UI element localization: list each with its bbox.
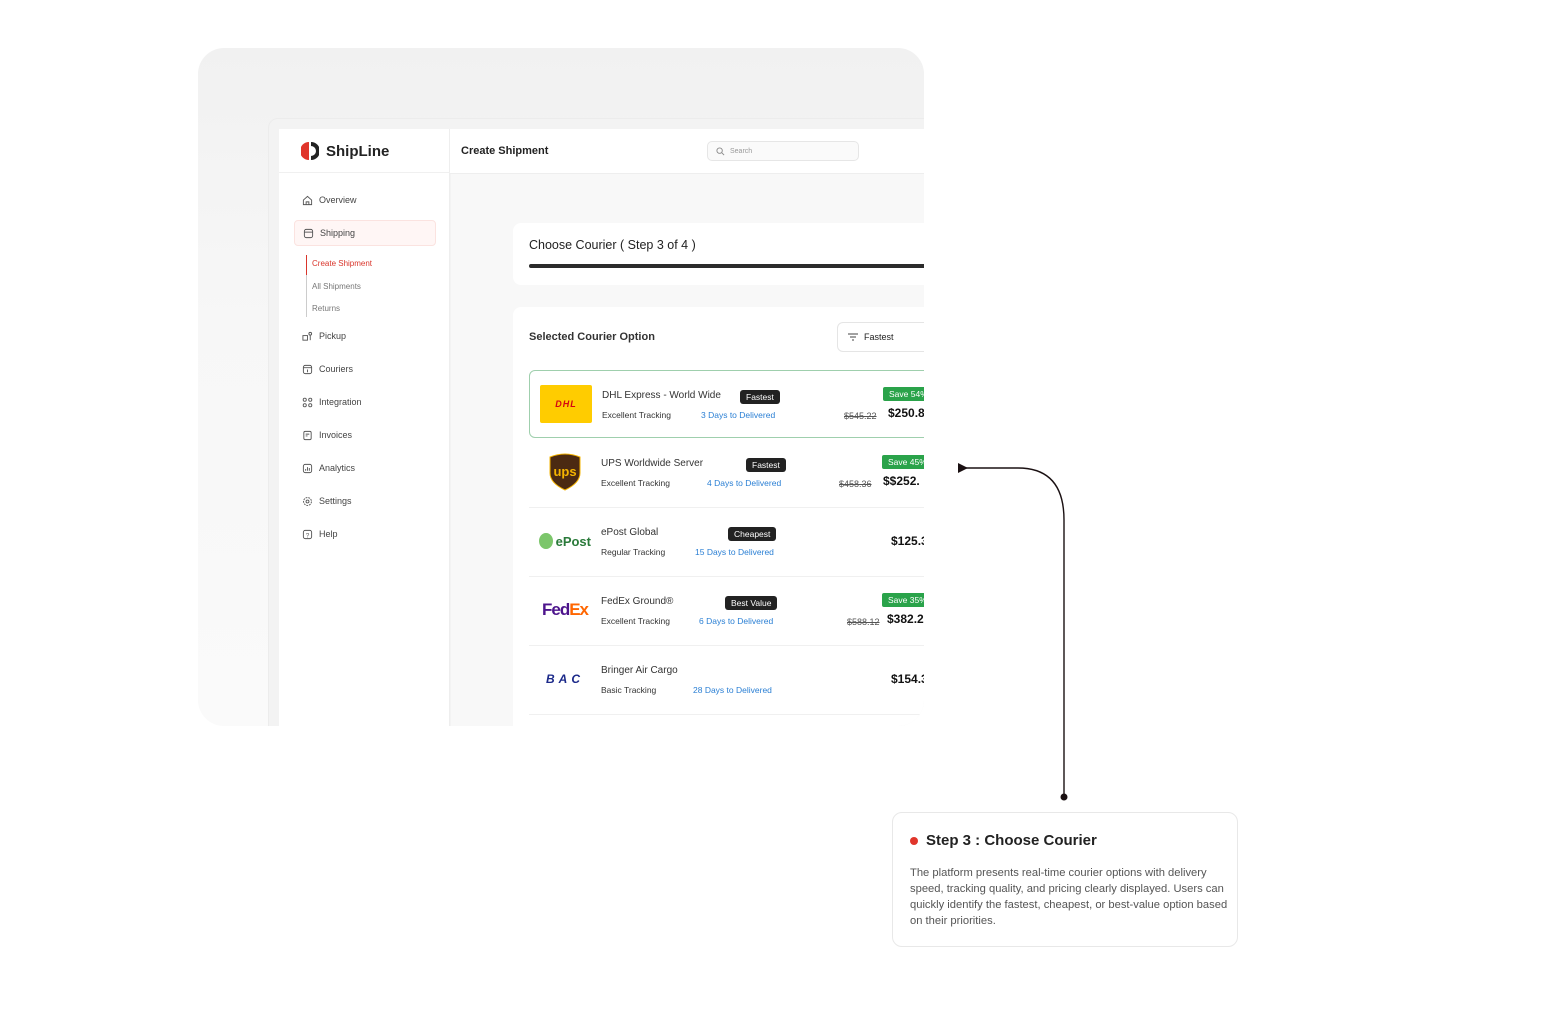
page-title: Create Shipment [461,145,549,157]
courier-row-fedex[interactable]: FedEx FedEx Ground® Best Value Excellent… [529,577,924,646]
courier-name: ePost Global [601,527,659,538]
top-header: Create Shipment Search [450,129,924,174]
courier-row-epost[interactable]: ePost ePost Global Cheapest Regular Trac… [529,508,924,577]
tracking-quality: Excellent Tracking [601,616,670,626]
label: Help [319,529,338,539]
save-badge: Save 54% [883,387,924,401]
status-dot-icon [910,837,918,845]
help-icon: ? [302,529,313,539]
tracking-quality: Excellent Tracking [601,478,670,488]
sidebar-item-overview[interactable]: Overview [294,187,436,213]
old-price: $588.12 [847,617,880,627]
label: Settings [319,496,352,506]
tracking-quality: Basic Tracking [601,685,657,695]
shipping-submenu: Create Shipment All Shipments Returns [306,255,372,317]
sidebar: ShipLine Overview Shipping Create Shipme… [279,129,450,726]
price: $125.3 [891,534,924,548]
step-card: Choose Courier ( Step 3 of 4 ) [513,223,924,285]
price: $154.3 [891,672,924,686]
shipline-logo-icon [301,142,319,160]
sidebar-item-analytics[interactable]: Analytics [294,455,436,481]
gear-icon [303,496,312,506]
old-price: $545.22 [844,411,877,421]
courier-badge: Fastest [740,390,780,404]
sidebar-item-pickup[interactable]: Pickup [294,323,436,349]
label: Overview [319,195,357,205]
courier-row-dhl[interactable]: DHL DHL Express - World Wide Fastest Exc… [529,370,924,438]
save-badge: Save 35% [882,593,924,607]
label: Couriers [319,364,354,374]
package-icon [303,228,314,238]
app-name: ShipLine [326,142,390,160]
options-title: Selected Courier Option [529,331,655,343]
logo: ShipLine [301,141,389,161]
home-icon [302,195,313,205]
tracking-quality: Regular Tracking [601,547,666,557]
sidebar-item-help[interactable]: ? Help [294,521,436,547]
courier-row-bringer[interactable]: BAC Bringer Air Cargo Basic Tracking 28 … [529,646,924,715]
fedex-logo: FedEx [541,600,589,619]
label: Shipping [320,228,356,238]
bac-logo: BAC [546,672,584,686]
courier-box-icon [302,364,313,374]
label: Pickup [319,331,347,341]
delivery-days: 28 Days to Delivered [693,685,772,695]
price: $382.2 [887,612,924,626]
analytics-icon [302,463,313,473]
callout-body: The platform presents real-time courier … [910,867,1228,927]
submenu-create-shipment[interactable]: Create Shipment [312,259,373,268]
ups-logo: ups [539,453,591,491]
label: Integration [319,397,362,407]
step-progress-bar [529,264,924,268]
svg-text:?: ? [306,532,310,539]
invoice-icon [303,430,312,440]
delivery-days: 15 Days to Delivered [695,547,774,557]
search-placeholder: Search [730,147,753,155]
search-input[interactable]: Search [707,141,859,161]
epost-logo: ePost [539,522,591,560]
courier-name: UPS Worldwide Server [601,458,704,469]
submenu-all-shipments[interactable]: All Shipments [312,282,361,291]
sidebar-item-invoices[interactable]: Invoices [294,422,436,448]
save-badge: Save 45% [882,455,924,469]
delivery-days: 6 Days to Delivered [699,616,774,626]
step-title: Choose Courier ( Step 3 of 4 ) [529,238,696,252]
app-window: ShipLine Overview Shipping Create Shipme… [268,118,924,726]
label: Invoices [319,430,353,440]
price: $250.8 [888,406,924,420]
old-price: $458.36 [839,479,872,489]
courier-options-card: Selected Courier Option Fastest DHL DHL … [513,307,924,726]
sidebar-item-integration[interactable]: Integration [294,389,436,415]
courier-badge: Best Value [725,596,778,610]
courier-name: DHL Express - World Wide [602,390,721,401]
sidebar-item-shipping[interactable]: Shipping [294,220,436,246]
filter-label: Fastest [864,332,894,342]
delivery-days: 3 Days to Delivered [701,410,776,420]
arrow-head-icon [958,463,968,473]
callout-title: Step 3 : Choose Courier [926,832,1097,849]
label: Analytics [319,463,356,473]
search-icon [716,146,725,155]
delivery-days: 4 Days to Delivered [707,478,782,488]
main-content: Choose Courier ( Step 3 of 4 ) Selected … [451,174,924,726]
dhl-logo: DHL [540,385,592,423]
courier-name: Bringer Air Cargo [601,665,678,676]
sort-filter-button[interactable]: Fastest [837,322,924,352]
tracking-quality: Excellent Tracking [602,410,671,420]
step-callout: Step 3 : Choose Courier The platform pre… [892,812,1238,947]
courier-row-ups[interactable]: ups UPS Worldwide Server Fastest Excelle… [529,439,924,508]
sidebar-item-settings[interactable]: Settings [294,488,436,514]
courier-badge: Fastest [746,458,786,472]
sidebar-item-couriers[interactable]: Couriers [294,356,436,382]
courier-name: FedEx Ground® [601,596,674,607]
integration-icon [302,397,313,407]
svg-text:ups: ups [553,464,576,479]
filter-icon [848,333,858,341]
courier-badge: Cheapest [728,527,777,541]
pickup-icon [302,331,313,341]
submenu-returns[interactable]: Returns [312,304,341,313]
price: $$252. [883,474,920,488]
app-screenshot-frame: ShipLine Overview Shipping Create Shipme… [198,48,924,726]
